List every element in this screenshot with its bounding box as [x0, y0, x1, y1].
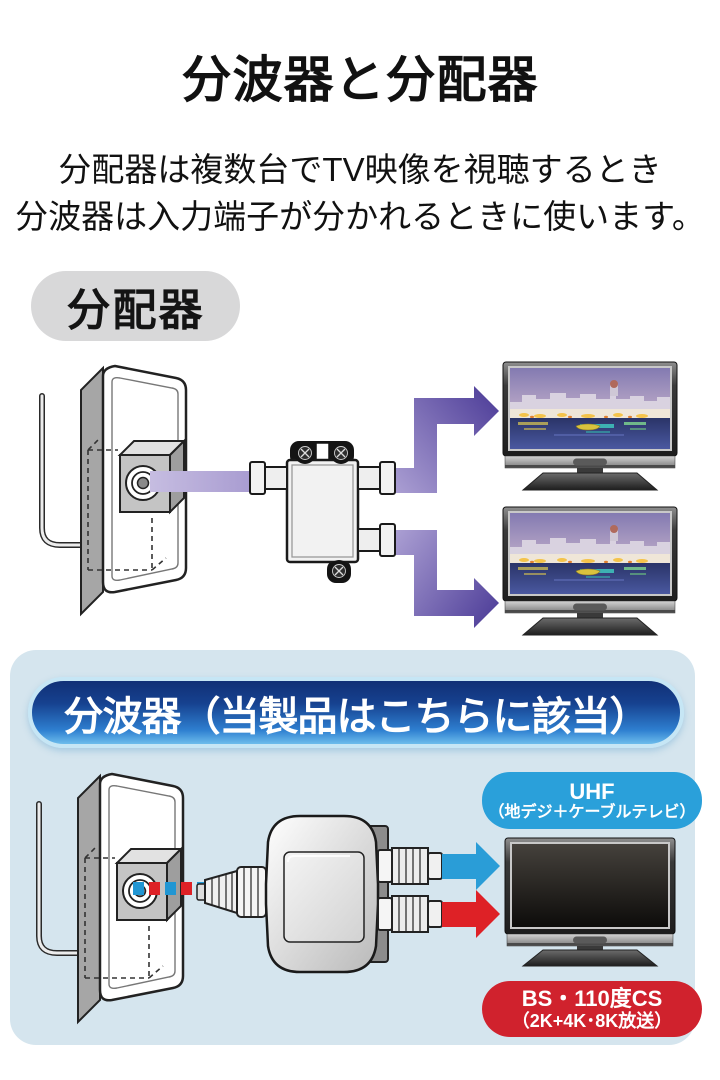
intro-line-1: 分配器は複数台でTV映像を視聴するとき — [58, 151, 662, 188]
uhf-badge-line1: UHF — [569, 778, 615, 804]
uhf-badge-line2: （地デジ＋ケーブルテレビ） — [488, 803, 696, 821]
signal-band-input — [150, 471, 257, 492]
splitter-banner: 分波器（当製品はこちらに該当） — [28, 677, 684, 748]
uhf-arrow-blue — [442, 842, 500, 890]
distributor-label: 分配器 — [31, 271, 240, 341]
tv3-illustration — [504, 837, 676, 967]
splitter-device-illustration — [264, 814, 443, 974]
bs-badge-line2: （2K+4K･8K放送） — [511, 1011, 673, 1032]
splitter-diagram — [39, 774, 676, 1022]
uhf-badge: UHF （地デジ＋ケーブルテレビ） — [482, 772, 702, 829]
page-title: 分波器と分配器 — [181, 52, 539, 108]
distributor-device-illustration — [249, 441, 396, 583]
distributor-diagram — [42, 362, 677, 635]
tv1-illustration — [503, 362, 677, 490]
tv2-illustration — [503, 507, 677, 635]
intro-text: 分配器は複数台でTV映像を視聴するとき 分波器は入力端子が分かれるときに使います… — [0, 146, 720, 240]
bs-badge: BS・110度CS （2K+4K･8K放送） — [482, 981, 702, 1037]
bs-arrow-red — [442, 890, 500, 938]
cable-plug-illustration — [196, 866, 267, 918]
intro-line-2: 分波器は入力端子が分かれるときに使います。 — [15, 198, 705, 235]
antenna-outlet-illustration-2 — [39, 774, 183, 1022]
signal-arrow-to-tv1 — [392, 386, 499, 493]
bs-badge-line1: BS・110度CS — [521, 986, 663, 1011]
signal-arrow-to-tv2 — [392, 530, 499, 628]
